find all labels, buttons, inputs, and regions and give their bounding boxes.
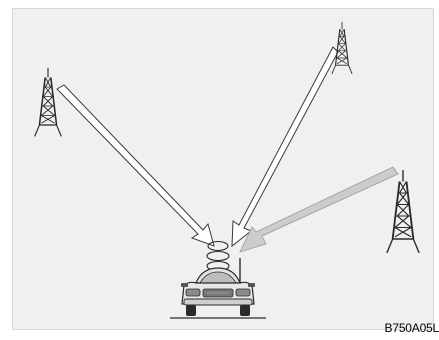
- reflected-arrow-left: [57, 85, 214, 246]
- figure-code: B750A05L: [385, 321, 439, 335]
- tower-icon: [387, 170, 419, 253]
- car-icon: [170, 258, 266, 318]
- tower-icon: [332, 22, 352, 74]
- antenna-coil-icon: [207, 242, 229, 271]
- reflected-arrow-top: [232, 47, 338, 246]
- tower-icon: [35, 68, 62, 136]
